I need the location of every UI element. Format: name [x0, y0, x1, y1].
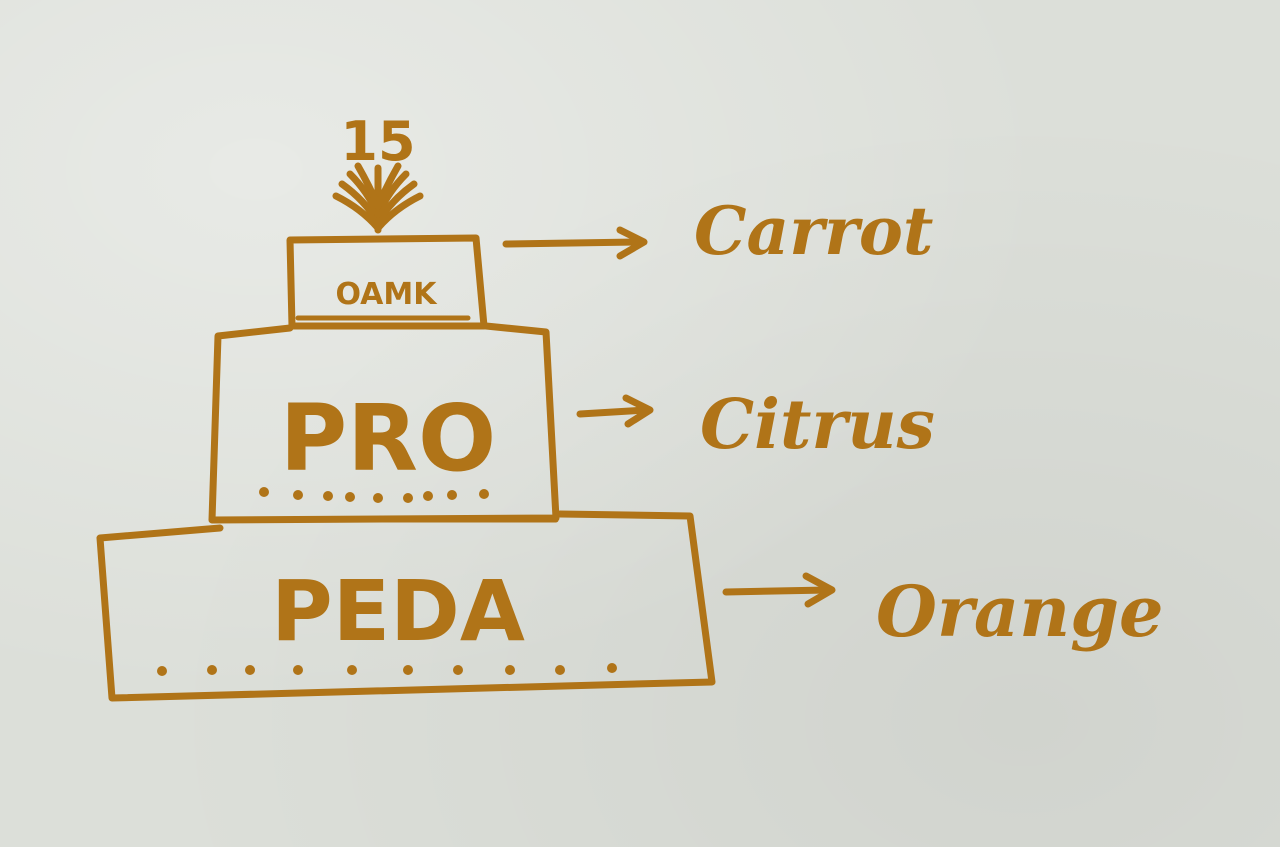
dotted-line-middle [259, 487, 489, 503]
tier-label-top: OAMK [335, 277, 438, 312]
arrow-target-middle: Citrus [700, 385, 935, 465]
sprout-icon [332, 162, 424, 234]
dotted-line-bottom [157, 663, 617, 676]
tier-label-middle: PRO [280, 385, 496, 492]
tier-label-bottom: PEDA [271, 562, 525, 660]
arrow-middle [576, 394, 654, 428]
arrow-bottom [722, 572, 836, 608]
arrow-top [502, 226, 648, 260]
arrow-target-bottom: Orange [876, 570, 1164, 653]
arrow-target-top: Carrot [694, 192, 933, 270]
top-number: 15 [340, 110, 415, 173]
tier-box-bottom [96, 510, 716, 702]
